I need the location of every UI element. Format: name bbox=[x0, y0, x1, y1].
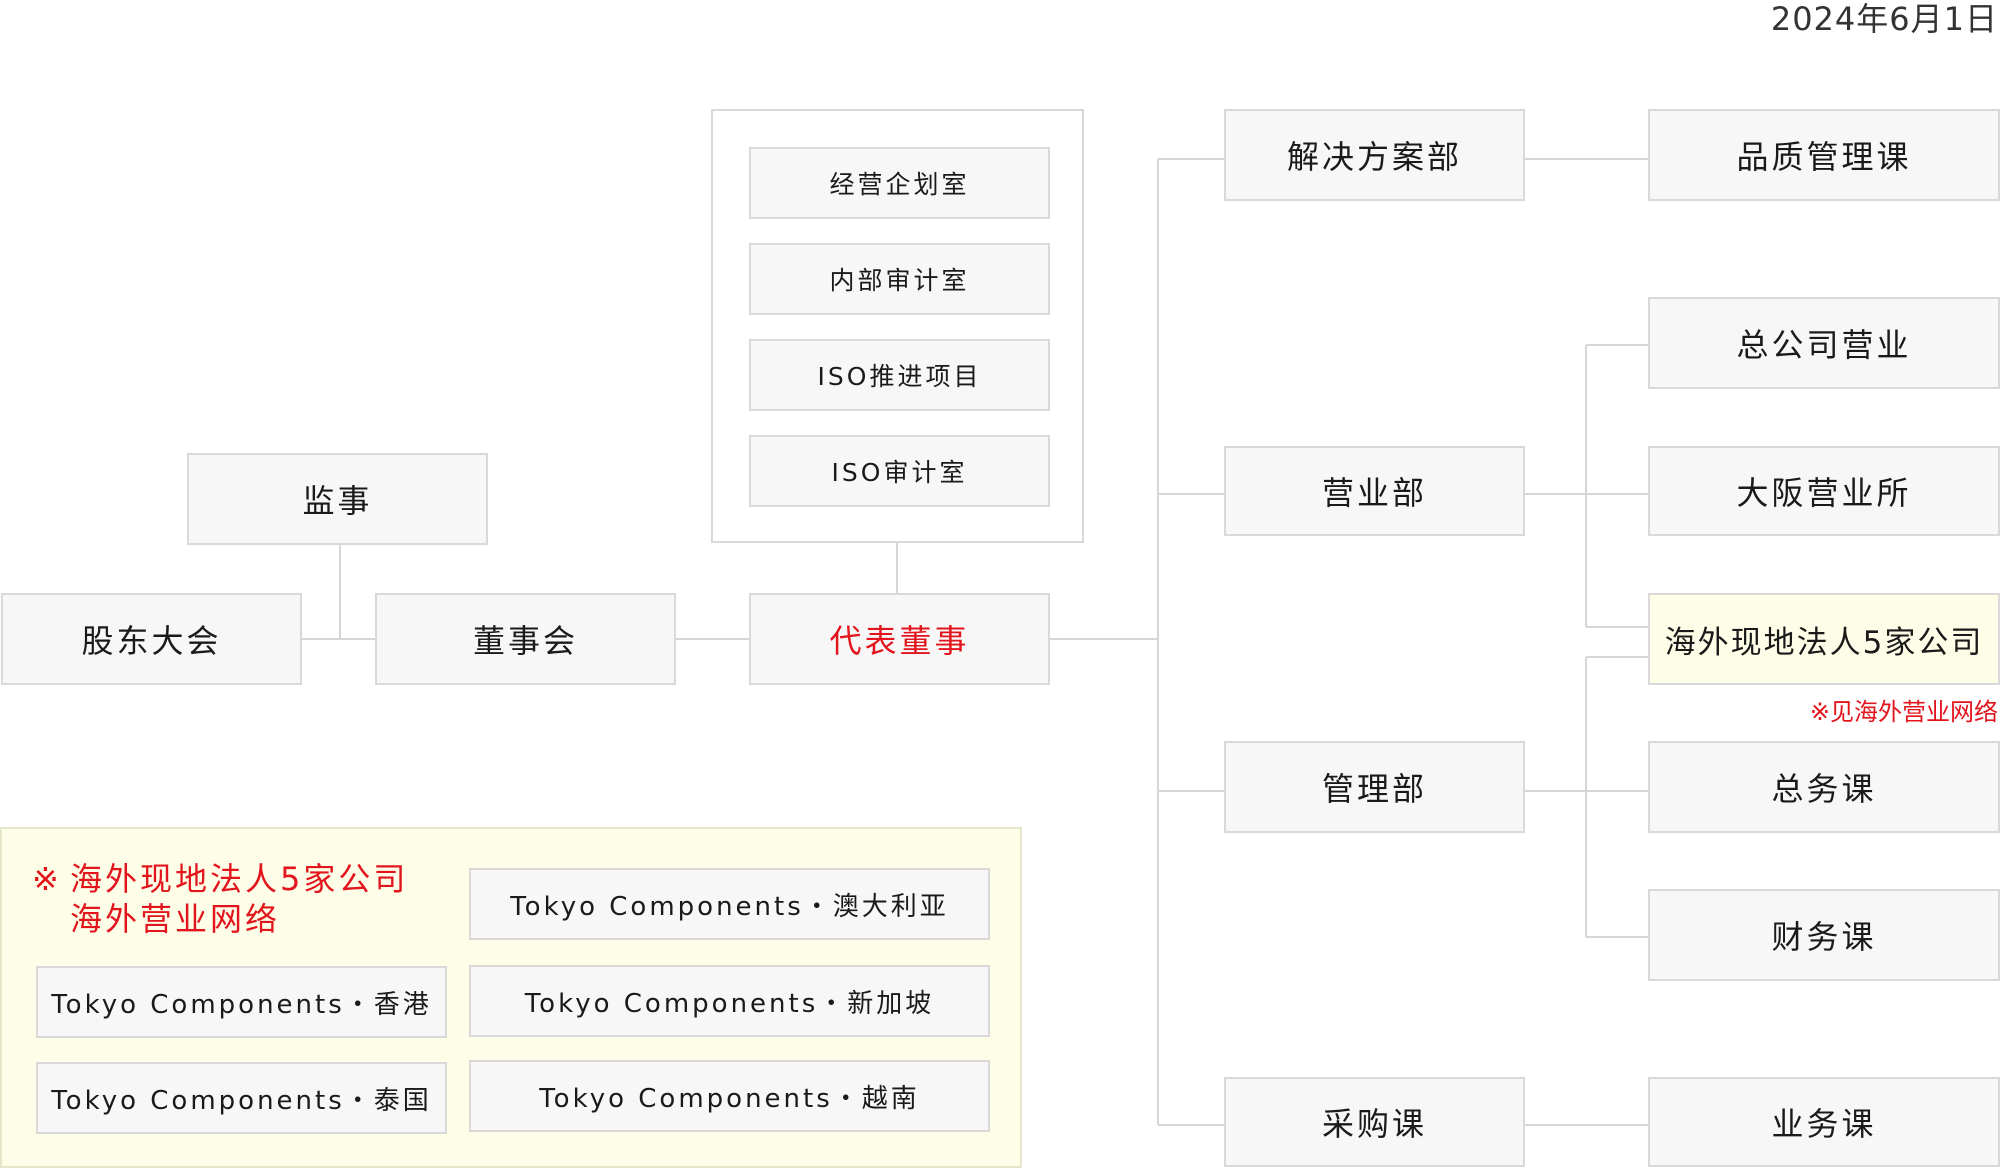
node-osaka: 大阪营业所 bbox=[1648, 446, 2000, 536]
legend-item-hongkong: Tokyo Components・香港 bbox=[36, 966, 447, 1038]
node-admin-dept: 管理部 bbox=[1224, 741, 1525, 833]
node-finance: 财务课 bbox=[1648, 889, 2000, 981]
overseas-note: ※见海外营业网络 bbox=[1809, 698, 1998, 726]
node-quality: 品质管理课 bbox=[1648, 109, 2000, 201]
node-auditor: 监事 bbox=[187, 453, 488, 545]
node-overseas: 海外现地法人5家公司 bbox=[1648, 593, 2000, 685]
node-sales-dept: 营业部 bbox=[1224, 446, 1525, 536]
node-hq-sales: 总公司营业 bbox=[1648, 297, 2000, 389]
node-general-affairs: 总务课 bbox=[1648, 741, 2000, 833]
legend-title-line2: 海外营业网络 bbox=[70, 900, 281, 938]
node-internal-audit: 内部审计室 bbox=[749, 243, 1050, 315]
node-board: 董事会 bbox=[375, 593, 676, 685]
date-label: 2024年6月1日 bbox=[1770, 0, 1998, 38]
overseas-network-legend: ※ 海外现地法人5家公司 海外营业网络 Tokyo Components・澳大利… bbox=[0, 827, 1022, 1168]
node-business: 业务课 bbox=[1648, 1077, 2000, 1167]
legend-item-singapore: Tokyo Components・新加坡 bbox=[469, 965, 990, 1037]
node-ceo: 代表董事 bbox=[749, 593, 1050, 685]
legend-item-thailand: Tokyo Components・泰国 bbox=[36, 1062, 447, 1134]
node-purchasing: 采购课 bbox=[1224, 1077, 1525, 1167]
node-iso-promotion: ISO推进项目 bbox=[749, 339, 1050, 411]
node-iso-audit: ISO审计室 bbox=[749, 435, 1050, 507]
legend-mark: ※ bbox=[32, 860, 62, 898]
node-solutions-dept: 解决方案部 bbox=[1224, 109, 1525, 201]
legend-title: ※ 海外现地法人5家公司 海外营业网络 bbox=[32, 859, 408, 939]
legend-title-line1: 海外现地法人5家公司 bbox=[70, 860, 409, 898]
legend-item-vietnam: Tokyo Components・越南 bbox=[469, 1060, 990, 1132]
legend-item-australia: Tokyo Components・澳大利亚 bbox=[469, 868, 990, 940]
node-planning-office: 经营企划室 bbox=[749, 147, 1050, 219]
node-shareholders: 股东大会 bbox=[1, 593, 302, 685]
